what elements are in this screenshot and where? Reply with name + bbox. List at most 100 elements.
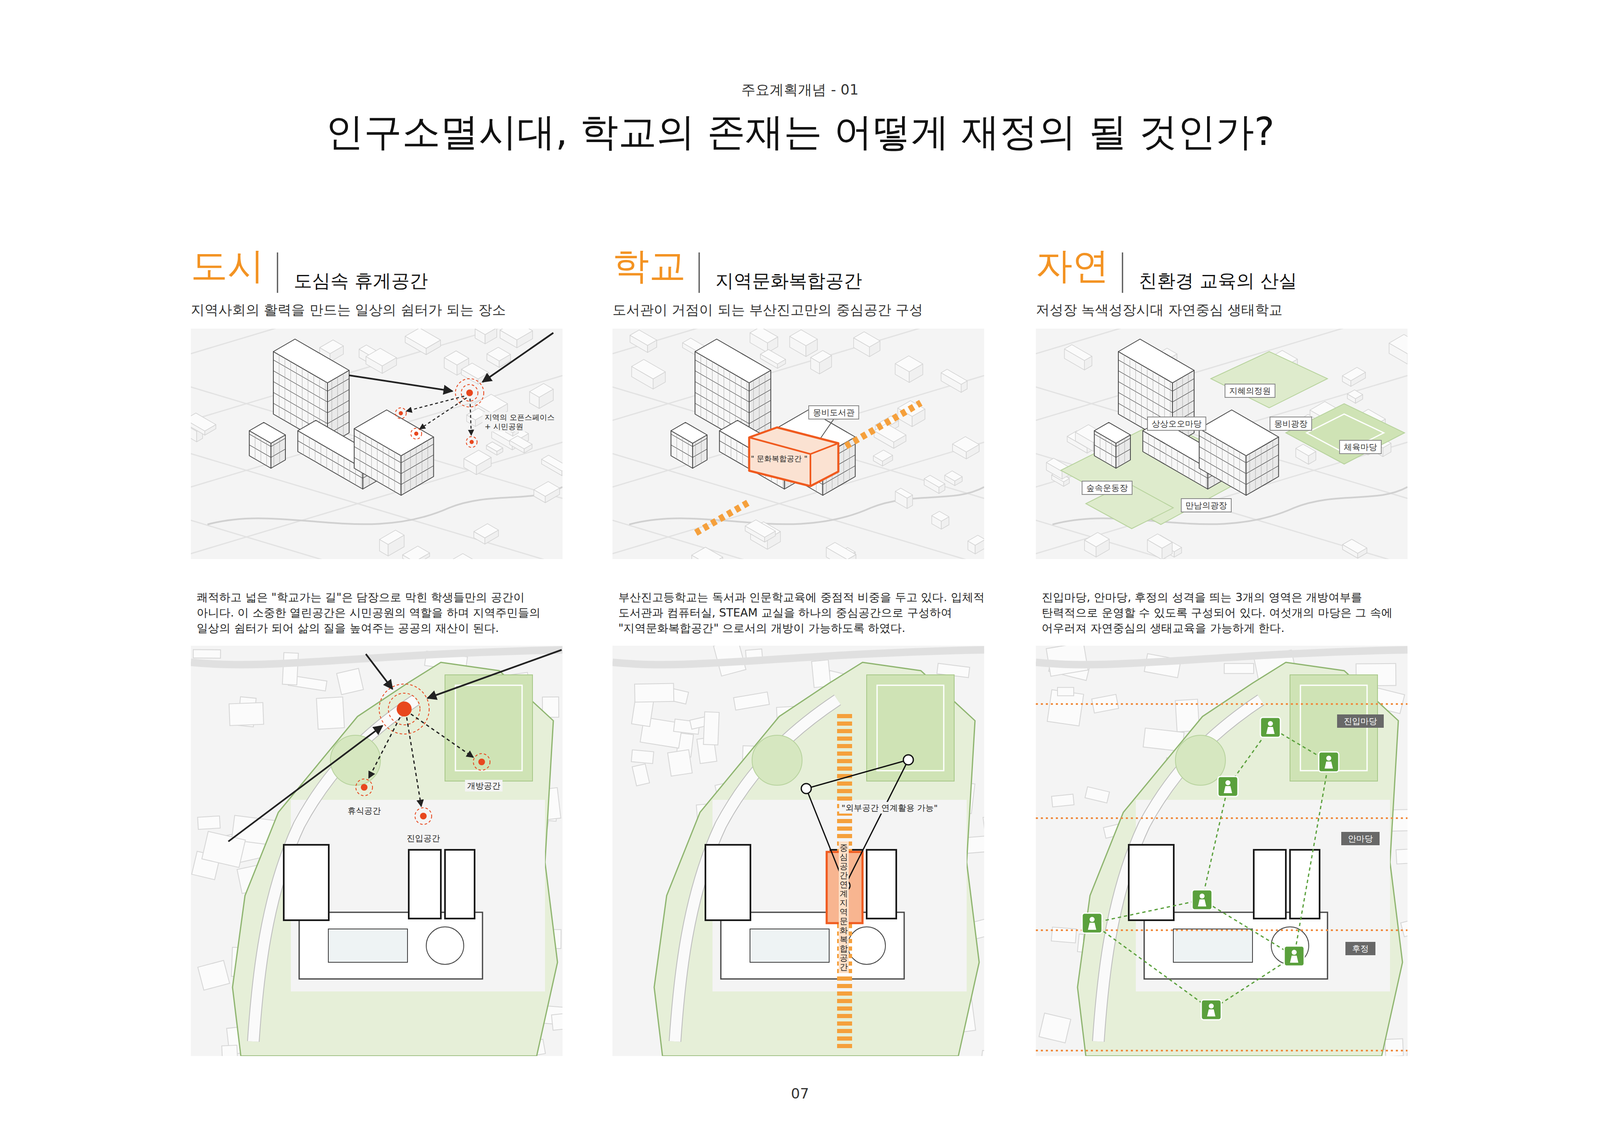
column-subheading: 친환경 교육의 산실 (1138, 270, 1298, 293)
building (1342, 367, 1366, 387)
road-line (612, 442, 985, 554)
target-dot (398, 411, 403, 416)
target-dot (469, 440, 474, 445)
city-block (634, 683, 674, 703)
building-face (750, 328, 778, 343)
target-dot (478, 758, 485, 766)
road-line (190, 328, 563, 421)
building (631, 359, 666, 390)
node-text: 후정 (1352, 943, 1369, 954)
walkway-edge (253, 700, 416, 1042)
building-face (789, 330, 818, 346)
callout-text: 지역의 오픈스페이스 + 시민공원 (482, 412, 560, 432)
window-line (1160, 440, 1161, 462)
window-line (701, 438, 702, 464)
building-face (941, 369, 968, 385)
arrow-line (410, 714, 474, 758)
building (944, 470, 963, 486)
city-block (1085, 787, 1110, 804)
plaza (752, 735, 803, 786)
heading-bar (1122, 252, 1124, 293)
building-face (895, 488, 913, 499)
floor-line (670, 445, 708, 458)
target-dot (420, 812, 427, 820)
window-line (332, 450, 333, 472)
space-label: 진입공간 (404, 832, 443, 845)
place-tag: 만남의광장 (1180, 498, 1232, 513)
place-tag: 체육마당 (1339, 440, 1382, 455)
road (612, 650, 985, 665)
arrow-line (406, 717, 422, 807)
window-line (343, 373, 344, 437)
floor-line (1199, 446, 1279, 474)
city-block (197, 960, 230, 991)
city-block (193, 650, 221, 659)
space-box: " 문화복합공간 " (747, 425, 840, 488)
plan-panel (1035, 642, 1432, 1084)
building (379, 530, 405, 557)
sports-field (1290, 675, 1378, 782)
building (952, 436, 980, 460)
target-ring (410, 428, 422, 440)
site-boundary (232, 662, 558, 1057)
building-outline (720, 912, 905, 980)
column-subheading: 지역문화복합공간 (715, 270, 863, 293)
building (533, 481, 560, 503)
window-line (1100, 434, 1101, 460)
floor-line (1094, 434, 1131, 447)
arrow-line (470, 398, 472, 436)
zone-line (1035, 703, 1408, 705)
icon-glyph (1207, 1009, 1216, 1017)
building-face (1342, 539, 1367, 554)
building (249, 422, 286, 469)
building-face (1118, 339, 1195, 383)
plaza (330, 735, 381, 786)
window-line (1154, 437, 1155, 459)
place-tag: 몽비광장 (1269, 416, 1313, 431)
road-line (1035, 328, 1408, 421)
building (190, 413, 216, 436)
window-line (365, 435, 366, 475)
target-ring (379, 684, 430, 735)
road-line (1035, 520, 1408, 560)
road-curve (629, 487, 985, 525)
building-face (529, 383, 554, 398)
city-block (282, 652, 299, 685)
target-dot (360, 784, 368, 791)
window-line (296, 365, 297, 428)
window-line (843, 443, 844, 484)
arrow-line (427, 650, 562, 699)
window-line (349, 460, 350, 482)
floor-line (273, 360, 350, 392)
building-face (853, 331, 880, 348)
building-face (1389, 334, 1408, 354)
column-subtitle: 도서관이 거점이 되는 부산진고만의 중심공간 구성 (612, 301, 923, 319)
target-ring (455, 378, 484, 408)
icon-frame (1082, 913, 1103, 934)
building-face (354, 410, 434, 456)
building-face (365, 348, 397, 366)
building-face (319, 340, 344, 354)
building-face (631, 359, 666, 380)
building-face (967, 535, 985, 546)
window-line (400, 455, 401, 495)
building (541, 455, 563, 476)
icon-glyph (1267, 721, 1273, 727)
node-text: 지혜의정원 (1229, 385, 1271, 396)
window-line (1148, 434, 1149, 455)
site-boundary (654, 662, 980, 1057)
window-line (290, 361, 291, 425)
window-line (1204, 432, 1205, 472)
page-number: 07 (790, 1085, 809, 1103)
building-face (1347, 390, 1363, 399)
page-title: 인구소멸시대, 학교의 존재는 어떻게 재정의 될 것인가? (0, 109, 1600, 155)
window-line (1171, 447, 1172, 469)
icon-frame (1318, 752, 1339, 773)
window-line (320, 444, 322, 465)
place-tag: 지혜의정원 (1224, 383, 1276, 398)
window-line (284, 358, 285, 421)
building (670, 422, 708, 469)
window-line (759, 377, 760, 440)
city-block (1385, 1038, 1404, 1057)
walkway (253, 700, 416, 1042)
